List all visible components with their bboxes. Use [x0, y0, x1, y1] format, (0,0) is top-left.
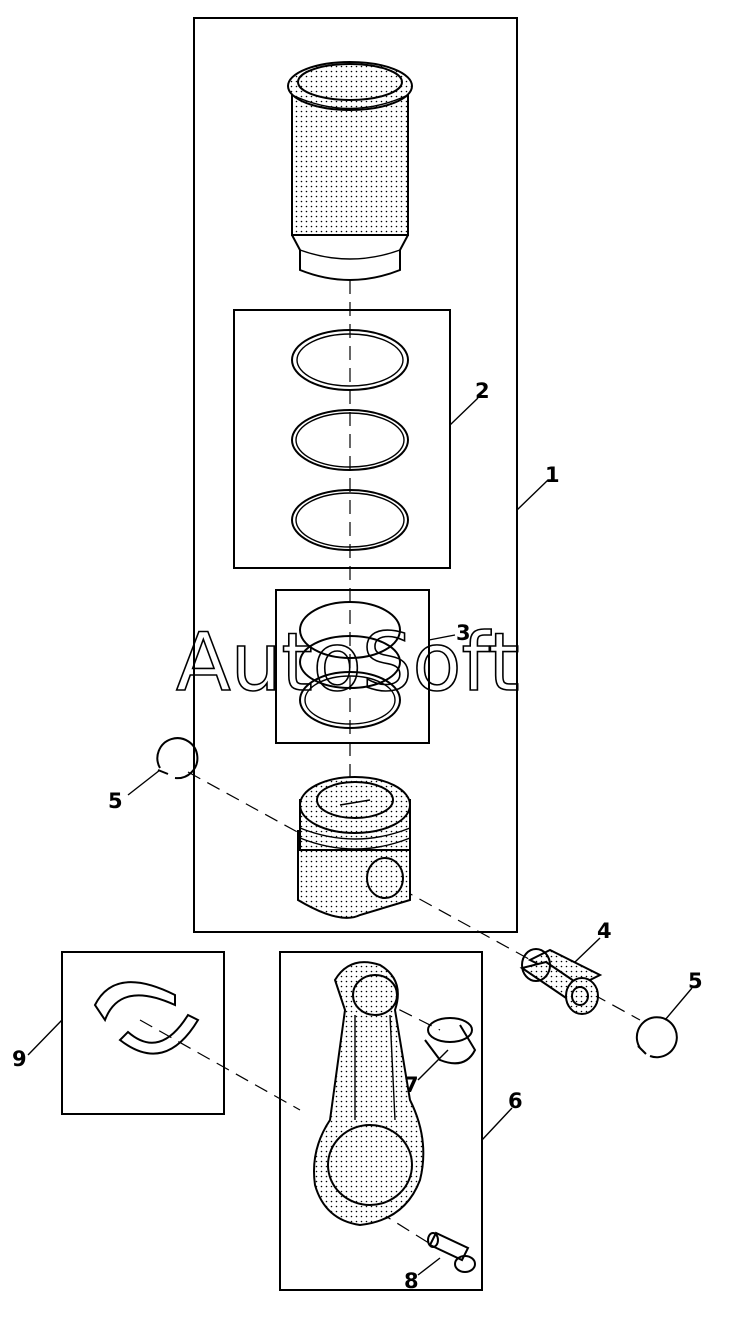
- callout-5-right: 5: [688, 969, 703, 993]
- connecting-rod: [313, 961, 425, 1227]
- callout-7: 7: [404, 1073, 419, 1097]
- group-box-9: [61, 951, 225, 1115]
- rod-bolt: [427, 1231, 476, 1273]
- leader-8: [417, 1257, 441, 1276]
- leader-3: [428, 634, 456, 641]
- leader-4: [574, 937, 601, 963]
- rod-bushing: [424, 1017, 477, 1065]
- piston-ring-set: [291, 329, 409, 551]
- leader-7: [417, 1049, 449, 1081]
- piston-pin: [519, 948, 603, 1015]
- callout-1: 1: [545, 463, 560, 487]
- leader-5a: [127, 769, 161, 796]
- piston: [297, 776, 411, 919]
- axis-bearing: [139, 1019, 301, 1111]
- callout-6: 6: [508, 1089, 523, 1113]
- snap-ring-left: [156, 737, 199, 780]
- axis-bushing: [359, 989, 441, 1031]
- callout-8: 8: [404, 1269, 419, 1293]
- callout-5-left: 5: [108, 789, 123, 813]
- group-box-6: [279, 951, 483, 1291]
- snap-ring-right: [635, 1016, 678, 1059]
- callout-4: 4: [597, 919, 612, 943]
- group-box-3: [275, 589, 430, 744]
- axis-bolt: [359, 1199, 441, 1251]
- group-box-1: [193, 17, 518, 933]
- bearing-shells: [93, 981, 200, 1055]
- leader-5b: [664, 987, 693, 1021]
- group-box-2: [233, 309, 451, 569]
- leader-6: [481, 1107, 513, 1141]
- cylinder-liner: [287, 61, 413, 281]
- leader-9: [27, 1019, 63, 1056]
- callout-9: 9: [12, 1047, 27, 1071]
- leader-1: [516, 479, 549, 511]
- callout-2: 2: [475, 379, 490, 403]
- callout-3: 3: [456, 621, 471, 645]
- seal-ring-set: [299, 601, 401, 729]
- leader-2: [449, 397, 479, 426]
- watermark: AutoSoft: [176, 616, 520, 709]
